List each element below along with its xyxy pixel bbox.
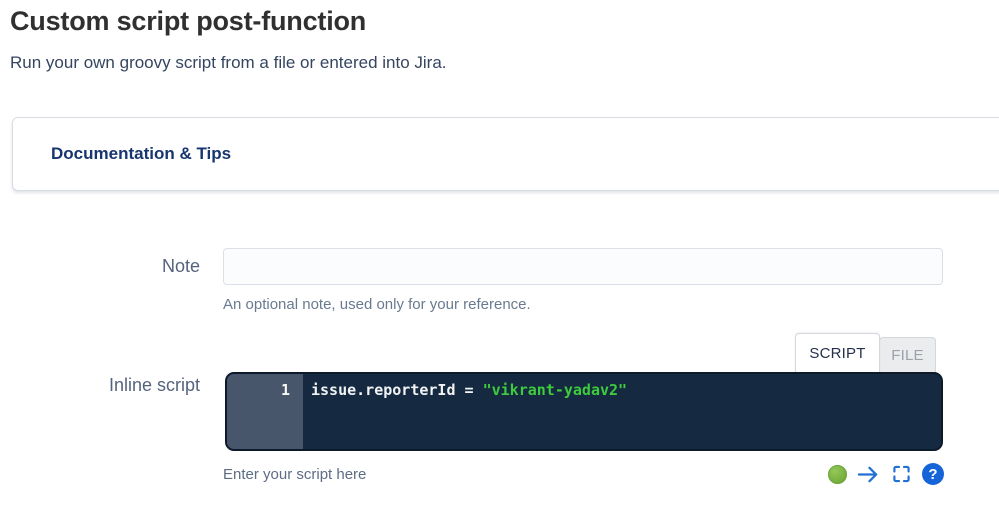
script-source-tabs: SCRIPT FILE — [795, 333, 936, 372]
note-label: Note — [161, 256, 200, 276]
tab-script[interactable]: SCRIPT — [795, 333, 880, 372]
script-help-text: Enter your script here — [223, 466, 367, 483]
line-number: 1 — [280, 381, 290, 399]
help-icon[interactable]: ? — [921, 463, 944, 485]
editor-gutter: 1 — [227, 374, 303, 449]
fullscreen-icon[interactable] — [891, 464, 912, 484]
code-identifier: issue.reporterId — [311, 381, 456, 399]
tab-file[interactable]: FILE — [879, 337, 936, 372]
code-string: "vikrant-yadav2" — [482, 381, 628, 399]
note-input[interactable] — [223, 248, 943, 285]
code-operator: = — [455, 381, 483, 399]
script-status-icon — [828, 464, 847, 484]
documentation-tips-title: Documentation & Tips — [51, 144, 232, 163]
run-arrow-icon[interactable] — [857, 464, 880, 485]
inline-script-label: Inline script — [108, 375, 200, 395]
page-subtitle: Run your own groovy script from a file o… — [10, 53, 447, 72]
page-title: Custom script post-function — [10, 6, 367, 36]
note-help-text: An optional note, used only for your ref… — [223, 296, 531, 313]
inline-script-editor[interactable]: 1 issue.reporterId = "vikrant-yadav2" — [225, 372, 943, 451]
documentation-tips-panel[interactable]: Documentation & Tips — [12, 117, 999, 191]
tab-script-label: SCRIPT — [809, 344, 866, 362]
editor-toolbar: ? — [828, 462, 944, 486]
editor-code-line[interactable]: issue.reporterId = "vikrant-yadav2" — [303, 374, 627, 449]
tab-file-label: FILE — [891, 346, 924, 364]
